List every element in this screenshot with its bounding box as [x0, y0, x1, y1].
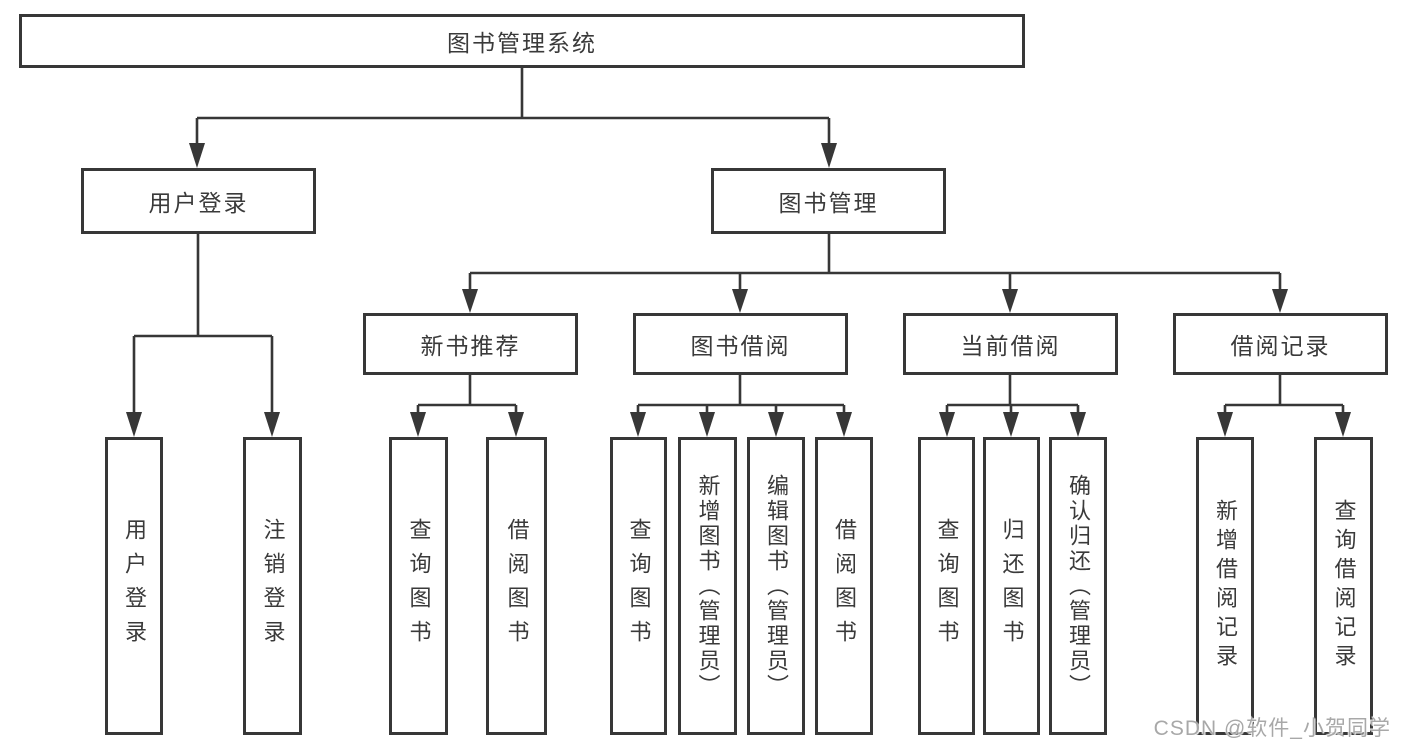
node-book-management: 图书管理 — [711, 168, 946, 234]
leaf-label: 确认归还（管理员） — [1066, 473, 1091, 699]
leaf-confirm-return-admin: 确认归还（管理员） — [1049, 437, 1107, 735]
node-label: 图书借阅 — [690, 333, 791, 359]
leaf-label: 查询借阅记录 — [1331, 499, 1357, 673]
arrowheads — [126, 143, 1351, 437]
node-user-login: 用户登录 — [81, 168, 316, 234]
leaf-query-books-current: 查询图书 — [918, 437, 975, 735]
leaf-borrow-books-newbooks: 借阅图书 — [486, 437, 547, 735]
node-label: 图书管理系统 — [447, 30, 597, 56]
leaf-label: 新增借阅记录 — [1213, 499, 1238, 673]
leaf-label: 查询图书 — [934, 518, 960, 654]
node-borrowing-records: 借阅记录 — [1173, 313, 1388, 375]
leaf-user-login: 用户登录 — [105, 437, 163, 735]
leaf-label: 编辑图书（管理员） — [764, 473, 789, 699]
leaf-query-books-newbooks: 查询图书 — [389, 437, 448, 735]
node-label: 用户登录 — [148, 190, 249, 216]
node-label: 当前借阅 — [960, 333, 1061, 359]
leaf-add-book-admin: 新增图书（管理员） — [678, 437, 737, 735]
leaf-label: 查询图书 — [406, 518, 432, 654]
leaf-logout: 注销登录 — [243, 437, 302, 735]
node-label: 新书推荐 — [420, 333, 521, 359]
node-label: 借阅记录 — [1230, 333, 1331, 359]
leaf-add-borrow-record: 新增借阅记录 — [1196, 437, 1254, 735]
node-current-borrowing: 当前借阅 — [903, 313, 1118, 375]
leaf-label: 借阅图书 — [832, 518, 857, 654]
node-new-book-recommendation: 新书推荐 — [363, 313, 578, 375]
leaf-return-book: 归还图书 — [983, 437, 1040, 735]
leaf-label: 借阅图书 — [504, 518, 530, 654]
leaf-label: 新增图书（管理员） — [695, 473, 721, 699]
csdn-watermark: CSDN @软件_小贺同学 — [1153, 717, 1391, 740]
leaf-query-books-borrow: 查询图书 — [610, 437, 667, 735]
node-label: 图书管理 — [778, 190, 879, 216]
leaf-edit-book-admin: 编辑图书（管理员） — [747, 437, 805, 735]
leaf-borrow-books-borrow: 借阅图书 — [815, 437, 873, 735]
node-book-borrowing: 图书借阅 — [633, 313, 848, 375]
leaf-query-borrow-record: 查询借阅记录 — [1314, 437, 1373, 735]
leaf-label: 注销登录 — [260, 518, 286, 654]
leaf-label: 用户登录 — [122, 518, 147, 654]
leaf-label: 查询图书 — [626, 518, 652, 654]
node-library-management-system: 图书管理系统 — [19, 14, 1025, 68]
leaf-label: 归还图书 — [999, 518, 1025, 654]
